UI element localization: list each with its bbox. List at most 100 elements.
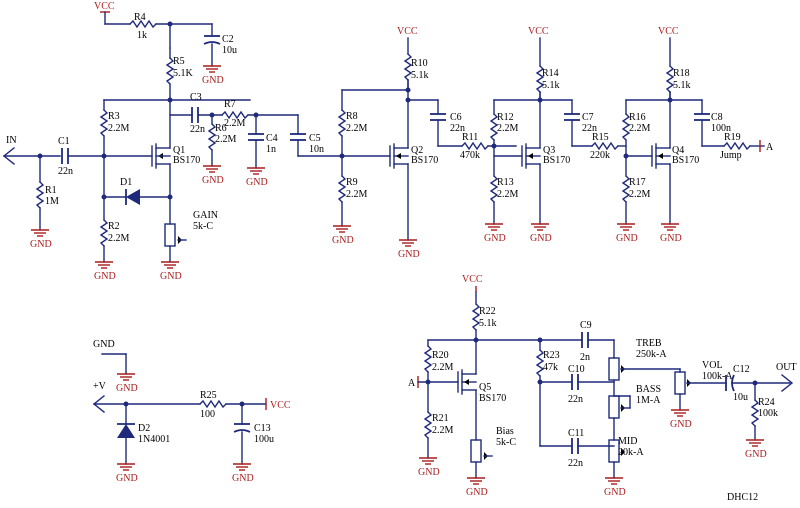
power-section: GND +V D2 1N4001 VCC R25 100 C13 100u	[92, 339, 291, 465]
r10-ref: R10	[411, 58, 428, 69]
r25-ref: R25	[200, 390, 217, 401]
r24-value: 100k	[758, 408, 778, 419]
q2-value: BS170	[411, 155, 438, 166]
diode-d2-icon	[117, 424, 135, 438]
ground-icon: GND	[30, 229, 52, 250]
r20-value: 2.2M	[432, 362, 454, 373]
ground-icon: GND	[398, 239, 420, 260]
gnd-label: GND	[94, 271, 116, 282]
r11-value: 470k	[460, 150, 480, 161]
gnd-label: GND	[116, 383, 138, 394]
vcc-label-1: VCC	[94, 1, 115, 12]
c11-value: 22n	[568, 458, 583, 469]
tone-stack: VCC R22 5.1k R20 2.2M A R21 2.2M	[408, 274, 797, 479]
mosfet-q2	[389, 143, 409, 169]
c5-value: 10n	[309, 144, 324, 155]
c8-ref: C8	[711, 112, 723, 123]
treb-value: 250k-A	[636, 349, 667, 360]
port-in-label: IN	[6, 135, 17, 146]
resistor-r6	[207, 123, 217, 151]
ground-icon: GND	[616, 223, 638, 244]
r20-ref: R20	[432, 350, 449, 361]
c4-ref: C4	[266, 133, 278, 144]
c2-ref: C2	[222, 34, 234, 45]
gnd-label: GND	[616, 233, 638, 244]
ground-icon: GND	[332, 225, 354, 246]
r22-ref: R22	[479, 306, 496, 317]
gain-value: 5k-C	[193, 221, 213, 232]
diode-d1-icon	[126, 189, 140, 205]
c8-value: 100n	[711, 123, 731, 134]
c5-ref: C5	[309, 133, 321, 144]
r12-value: 2.2M	[497, 123, 519, 134]
pot-bias	[470, 439, 482, 463]
mosfet-q5	[457, 369, 477, 395]
ground-icon: GND	[116, 463, 138, 484]
r16-ref: R16	[629, 112, 646, 123]
resistor-r7	[221, 110, 249, 120]
r17-value: 2.2M	[629, 189, 651, 200]
ground-icon: GND	[466, 477, 488, 498]
stage-1: IN R1 1M C1 22n R3 2.2M R2 2.2M D1	[2, 1, 343, 263]
resistor-r8	[337, 109, 347, 137]
resistor-r18	[665, 65, 675, 93]
d1-ref: D1	[120, 177, 132, 188]
r2-value: 2.2M	[108, 233, 130, 244]
gnd-label: GND	[745, 449, 767, 460]
q3-value: BS170	[543, 155, 570, 166]
c6-value: 22n	[450, 123, 465, 134]
r8-ref: R8	[346, 111, 358, 122]
ground-icon: GND	[232, 463, 254, 484]
gnd-label: GND	[202, 175, 224, 186]
gnd-label: GND	[398, 249, 420, 260]
c4-value: 1n	[266, 144, 276, 155]
mosfet-q1	[151, 99, 171, 225]
r14-value: 5.1k	[542, 80, 560, 91]
gnd-label: GND	[604, 487, 626, 498]
gnd-label: GND	[232, 473, 254, 484]
r19-ref: R19	[724, 132, 741, 143]
resistor-r10	[403, 53, 413, 81]
mid-ref: MID	[618, 436, 637, 447]
gnd-label: GND	[116, 473, 138, 484]
r4-ref: R4	[134, 12, 146, 23]
port-out-label: OUT	[776, 362, 797, 373]
r25-value: 100	[200, 409, 215, 420]
r1-ref: R1	[45, 185, 57, 196]
vol-ref: VOL	[702, 360, 723, 371]
resistor-r24	[750, 399, 760, 427]
c1-value: 22n	[58, 166, 73, 177]
q4-ref: Q4	[672, 145, 684, 156]
gnd-label: GND	[530, 233, 552, 244]
ground-icon: GND	[484, 223, 506, 244]
r3-ref: R3	[108, 111, 120, 122]
r11-ref: R11	[462, 132, 478, 143]
r18-ref: R18	[673, 68, 690, 79]
bass-ref: BASS	[636, 384, 661, 395]
q1-value: BS170	[173, 155, 200, 166]
ground-icon: GND	[116, 373, 138, 394]
resistor-r1	[35, 181, 45, 209]
gnd-label: GND	[30, 239, 52, 250]
resistor-r2	[99, 219, 109, 247]
pot-vol	[674, 371, 686, 395]
mosfet-q3	[521, 143, 541, 169]
ground-icon: GND	[418, 457, 440, 478]
mid-value: 20k-A	[618, 447, 644, 458]
c2-value: 10u	[222, 45, 237, 56]
vcc-label-4: VCC	[658, 26, 679, 37]
stage-2: R8 2.2M R9 2.2M Q2 BS170 VCC R10 5.1k	[337, 26, 517, 241]
resistor-r21	[423, 411, 433, 439]
r23-value: 47k	[543, 362, 558, 373]
ground-icon: GND	[94, 261, 116, 282]
r12-ref: R12	[497, 112, 514, 123]
resistor-r20	[423, 345, 433, 373]
q4-value: BS170	[672, 155, 699, 166]
r16-value: 2.2M	[629, 123, 651, 134]
r6-ref: R6	[215, 123, 227, 134]
d2-ref: D2	[138, 423, 150, 434]
resistor-r16	[621, 113, 631, 141]
gain-ref: GAIN	[193, 210, 218, 221]
pot-bass	[608, 395, 620, 419]
